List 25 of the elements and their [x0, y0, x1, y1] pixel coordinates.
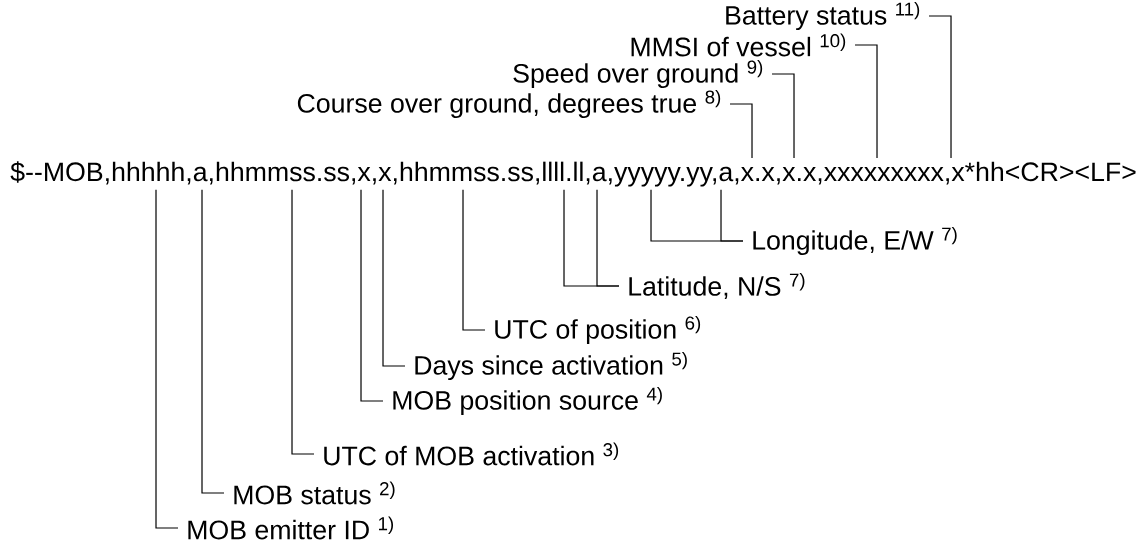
field-label: UTC of position $^{6)}$: [495, 315, 701, 345]
field-label: MOB status $^{2)}$: [234, 481, 395, 505]
leader-line: [771, 73, 795, 159]
leader-line: [854, 44, 878, 159]
field-label: Battery status $^{11)}$: [726, 1, 920, 31]
leader-line: [382, 189, 406, 367]
field-label: Days since activation $^{5)}$: [415, 351, 687, 381]
leader-line: [360, 189, 384, 402]
field-label: MOB emitter ID $^{1)}$: [188, 516, 394, 540]
leader-line: [729, 103, 753, 159]
leader-line: [928, 15, 952, 159]
message-format: $--MOB,hhhhh,a,hhmmss.ss,x,x,hhmmss.ss,llll.ll,a,yyyyy.yy,a,x.x,x.x,xxxxxxxxx,x*hh<CR><LF>: [10, 161, 1136, 187]
leader-line: [201, 189, 225, 494]
leader-line: [596, 189, 620, 287]
field-label: MMSI of vessel $^{10)}$: [631, 33, 846, 57]
field-label: Course over ground, degrees true $^{8)}$: [297, 89, 721, 119]
field-label: Speed over ground $^{9)}$: [513, 59, 763, 89]
leader-line: [291, 189, 315, 455]
field-label: UTC of MOB activation $^{3)}$: [324, 442, 619, 466]
leader-line: [720, 189, 744, 242]
leader-line: [462, 189, 486, 331]
field-label: Latitude, N/S $^{7)}$: [629, 273, 805, 299]
leader-line: [155, 189, 179, 529]
field-label: Longitude, E/W $^{7)}$: [753, 226, 957, 256]
field-label: MOB position source $^{4)}$: [393, 386, 662, 416]
